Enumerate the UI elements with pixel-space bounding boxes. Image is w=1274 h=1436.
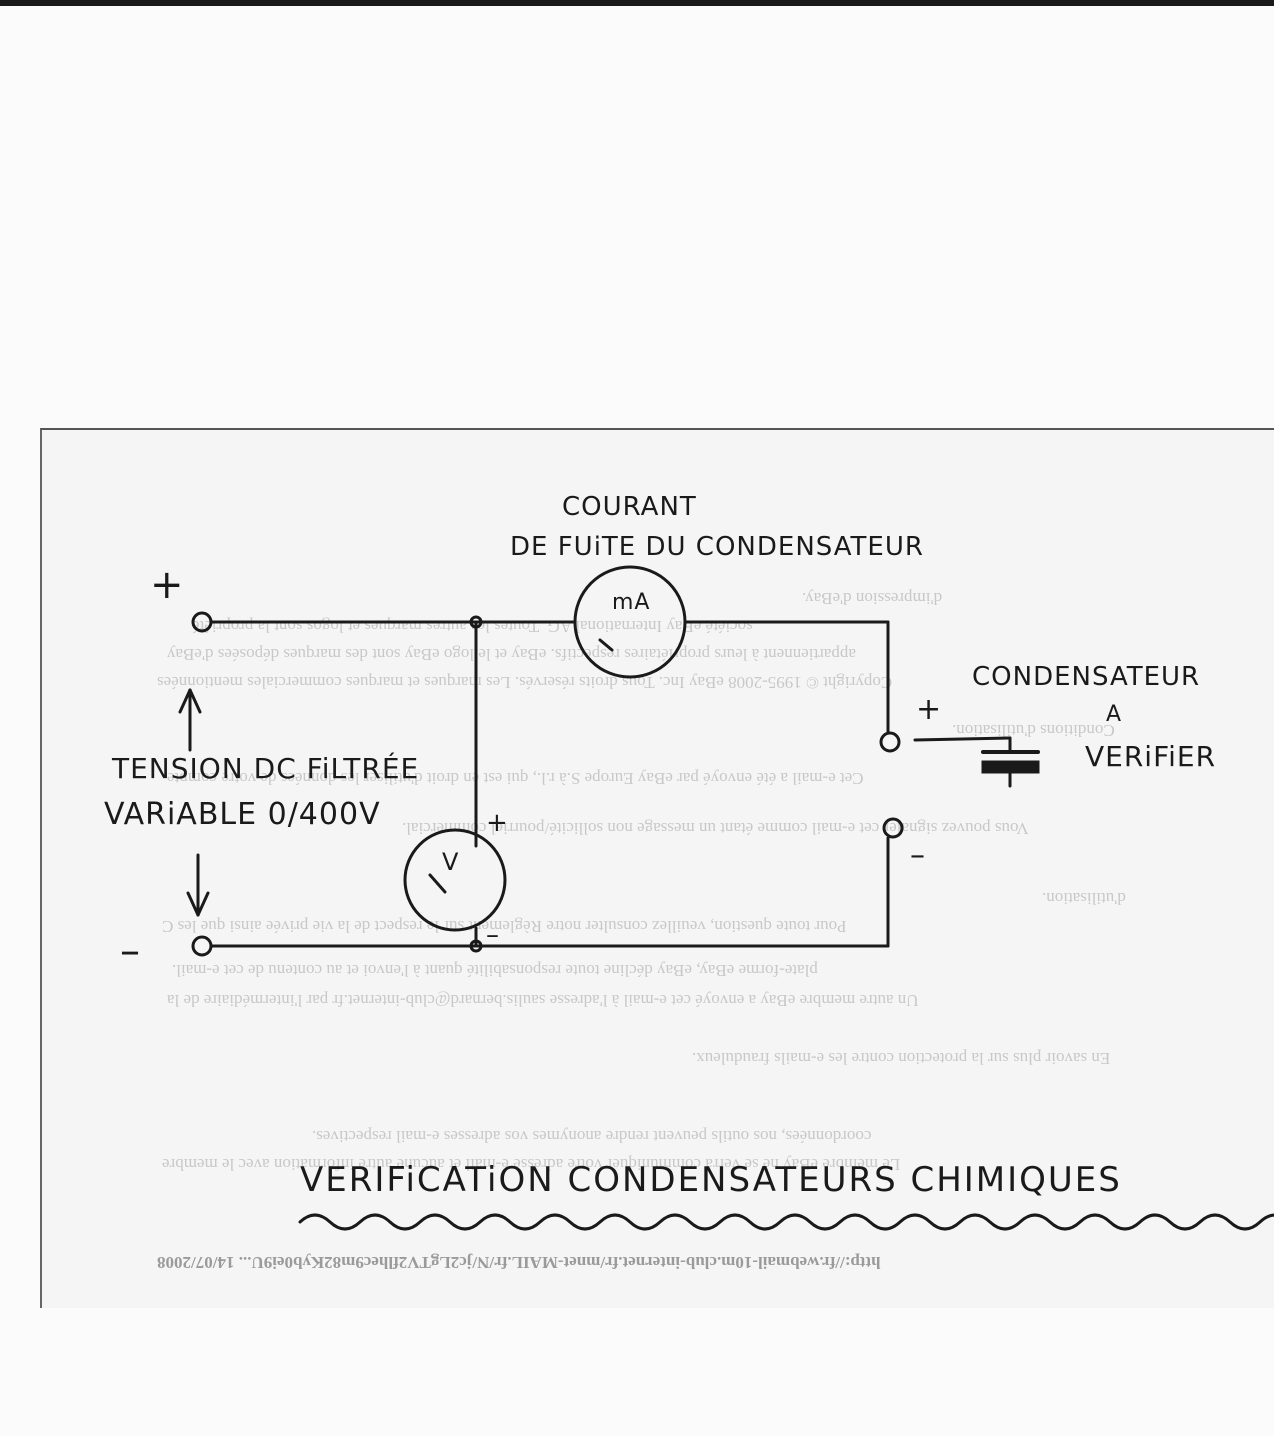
cap-plate-bottom <box>981 760 1040 774</box>
ammeter-label: mA <box>612 590 651 615</box>
terminal-plus <box>191 611 213 633</box>
scan-top-edge <box>0 0 1274 6</box>
voltmeter-label: V <box>442 848 460 876</box>
heading-line1: COURANT <box>562 492 697 522</box>
ammeter-needle <box>598 638 614 652</box>
voltmeter-plus: + <box>486 808 509 838</box>
cap-plus: + <box>916 692 943 727</box>
cap-terminal-top <box>879 731 901 753</box>
capacitor-label-line1: CONDENSATEUR <box>972 662 1201 692</box>
voltmeter-needle <box>428 873 447 894</box>
arrow-head-upper-l <box>178 688 192 714</box>
voltmeter-circle <box>403 828 507 932</box>
voltmeter-minus: – <box>486 920 500 950</box>
cap-lead-top <box>913 736 1012 742</box>
ammeter-circle <box>573 565 687 679</box>
plus-source: + <box>150 562 185 608</box>
heading-line2: DE FUiTE DU CONDENSATEUR <box>510 532 924 562</box>
arrow-head-lower-r <box>196 891 210 917</box>
minus-source: – <box>120 928 141 974</box>
capacitor-label-line2: A <box>1106 702 1123 727</box>
title-wavy-underline <box>298 1213 1274 1231</box>
node-bottom <box>469 939 483 953</box>
terminal-minus <box>191 935 213 957</box>
cap-minus: – <box>910 838 926 873</box>
cap-terminal-bottom <box>882 817 904 839</box>
arrow-head-lower-l <box>186 891 200 917</box>
capacitor-label-line3: VERiFiER <box>1085 740 1217 773</box>
source-label-line2: VARiABLE 0/400V <box>104 797 381 832</box>
arrow-head-upper-r <box>188 688 202 714</box>
source-label-line1: TENSION DC FiLTRÉE <box>112 752 420 785</box>
diagram-title: VERIFiCATiON CONDENSATEURS CHIMIQUES <box>300 1160 1122 1200</box>
